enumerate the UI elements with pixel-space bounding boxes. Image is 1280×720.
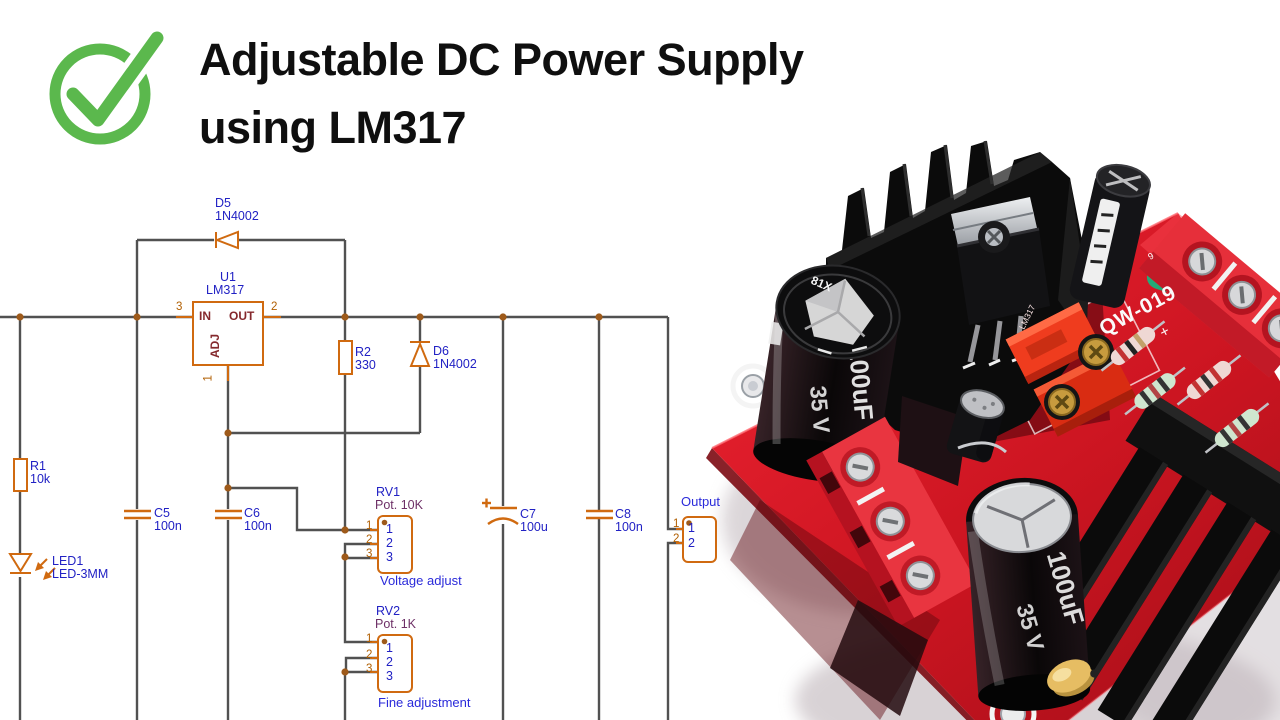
label-pin-num-1: 1 <box>202 375 215 382</box>
label-c7-value: 100u <box>520 520 548 534</box>
symbol-rv2-pot <box>370 634 413 693</box>
label-rv1-pin2-int: 2 <box>386 536 393 550</box>
heatsink-bottom <box>1009 394 1280 720</box>
symbol-d6-diode <box>409 341 431 367</box>
label-c6-value: 100n <box>244 519 272 533</box>
label-d6-ref: D6 <box>433 344 449 358</box>
label-pin-adj: ADJ <box>208 333 222 358</box>
junction-dots <box>16 313 603 676</box>
capacitor-yellow <box>1047 659 1099 697</box>
terminal-screws <box>1182 241 1280 349</box>
label-pin-num-2: 2 <box>271 301 278 313</box>
symbol-r1-resistor <box>13 458 28 492</box>
symbol-led1 <box>8 553 56 580</box>
schematic-graphic <box>0 230 717 720</box>
label-c8-value: 100n <box>615 520 643 534</box>
silkscreen-led-marking: 9 <box>1146 251 1155 262</box>
label-c5-ref: C5 <box>154 506 170 520</box>
label-output-pin1-ext: 1 <box>673 518 680 530</box>
label-output-pin1-int: 1 <box>688 521 695 535</box>
shadow-blob-2 <box>830 600 928 716</box>
symbol-d5-diode <box>214 230 239 250</box>
symbol-r2-resistor <box>338 340 353 375</box>
label-output: Output <box>681 494 721 509</box>
label-rv2-value: Pot. 1K <box>375 617 416 631</box>
page-title-line2: using LM317 <box>199 102 467 153</box>
label-c7-ref: C7 <box>520 507 536 521</box>
checkmark-icon <box>49 26 169 145</box>
symbol-c6-capacitor <box>215 509 242 520</box>
label-rv2-ref: RV2 <box>376 604 401 618</box>
label-c5-value: 100n <box>154 519 182 533</box>
symbol-rv1-pot <box>370 515 413 574</box>
label-rv2-caption: Fine adjustment <box>378 695 471 710</box>
terminal-left <box>806 416 978 627</box>
page-title-line1: Adjustable DC Power Supply <box>199 34 804 85</box>
label-rv1-caption: Voltage adjust <box>380 573 462 588</box>
capacitor-small-top <box>1069 163 1151 308</box>
resistors <box>1100 320 1270 454</box>
wire-layer <box>0 238 683 720</box>
label-pin-in: IN <box>199 309 211 323</box>
symbol-output-connector <box>676 516 717 563</box>
label-c6-ref: C6 <box>244 506 260 520</box>
pcb-photo: 100uF 35 V 81X <box>706 140 1280 720</box>
label-r2-ref: R2 <box>355 345 371 359</box>
label-pin-num-3: 3 <box>176 301 183 313</box>
label-u1-value: LM317 <box>206 283 245 297</box>
label-led1-value: LED-3MM <box>52 567 109 581</box>
lm317-to220 <box>951 197 1050 370</box>
label-rv2-pin3-int: 3 <box>386 669 393 683</box>
symbol-c7-capacitor <box>482 498 519 525</box>
terminal-top-right <box>1138 213 1280 378</box>
symbol-lm317 <box>176 301 281 381</box>
trimmer-2-screw <box>1044 384 1080 420</box>
symbol-c8-capacitor <box>586 509 613 520</box>
label-rv1-pin1-ext: 1 <box>366 520 373 532</box>
label-rv1-pin1-int: 1 <box>386 522 393 536</box>
label-rv2-pin1-int: 1 <box>386 641 393 655</box>
label-u1-ref: U1 <box>220 270 236 284</box>
label-r1-ref: R1 <box>30 459 46 473</box>
label-rv2-pin3-ext: 3 <box>366 663 373 675</box>
page-title: Adjustable DC Power Supply using LM317 <box>199 26 804 162</box>
label-output-pin2-ext: 2 <box>673 533 680 545</box>
label-d5-value: 1N4002 <box>215 209 259 223</box>
label-rv1-pin3-ext: 3 <box>366 548 373 560</box>
shadow-blob <box>898 396 968 486</box>
label-d6-value: 1N4002 <box>433 357 477 371</box>
label-led1-ref: LED1 <box>52 554 84 568</box>
label-r1-value: 10k <box>30 472 51 486</box>
label-r2-value: 330 <box>355 358 376 372</box>
label-pin-out: OUT <box>229 309 255 323</box>
trimmer-1-screw <box>1078 334 1114 370</box>
cap-left-voltage-text: 35 V <box>805 385 835 435</box>
label-rv2-pin2-int: 2 <box>386 655 393 669</box>
label-output-pin2-int: 2 <box>688 536 695 550</box>
label-rv1-value: Pot. 10K <box>375 498 423 512</box>
component-lead <box>957 441 1007 454</box>
label-rv1-ref: RV1 <box>376 485 401 499</box>
label-rv1-pin2-ext: 2 <box>366 534 373 546</box>
label-c8-ref: C8 <box>615 507 631 521</box>
terminal-screws <box>840 447 941 596</box>
label-rv2-pin2-ext: 2 <box>366 649 373 661</box>
label-rv2-pin1-ext: 1 <box>366 633 373 645</box>
label-rv1-pin3-int: 3 <box>386 550 393 564</box>
symbol-c5-capacitor <box>124 509 151 520</box>
label-d5-ref: D5 <box>215 196 231 210</box>
